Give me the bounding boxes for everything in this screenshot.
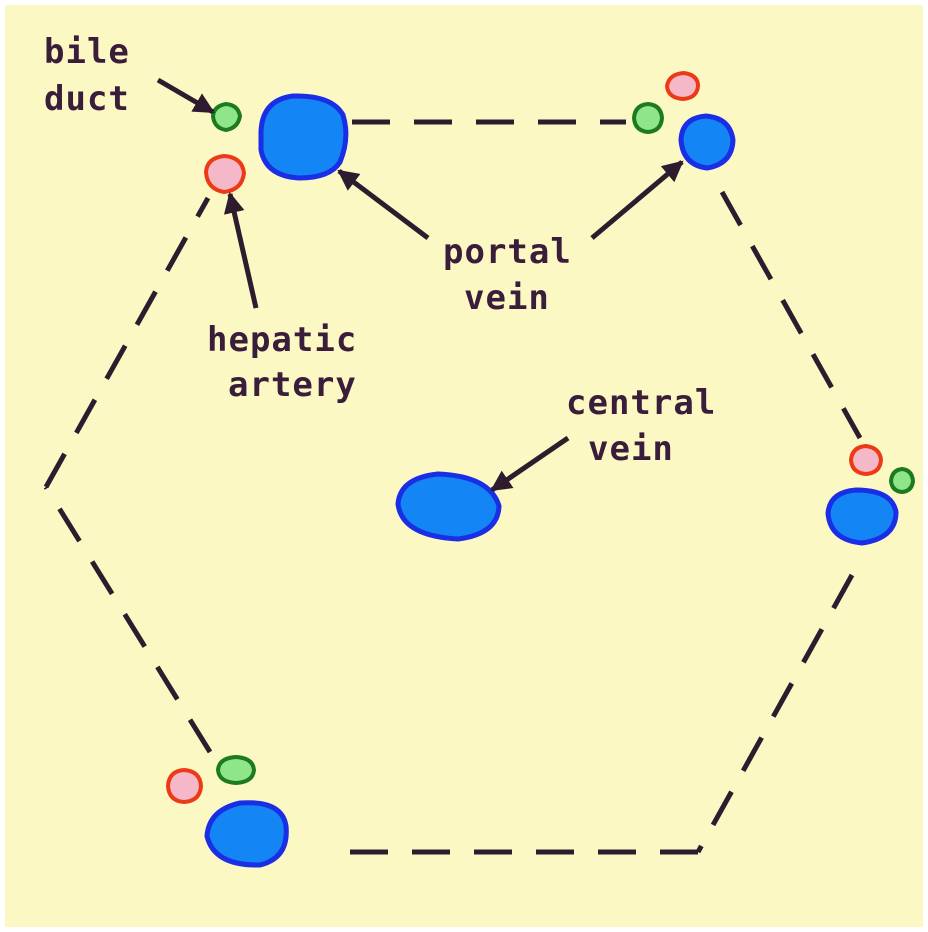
lobule-edge-upper-left [43, 196, 211, 489]
portal-triad-top-right [631, 70, 736, 171]
label-central-vein-line-2: vein [588, 429, 674, 469]
portal-vein [258, 93, 349, 181]
hepatic-artery [664, 70, 701, 102]
portal-vein [825, 487, 899, 546]
lobule-edge-upper-right [719, 190, 863, 440]
label-bile-duct-line-2: duct [44, 79, 130, 119]
bile-duct [210, 101, 243, 133]
pointer-arrows [156, 77, 684, 493]
label-portal-vein: portal vein [443, 232, 593, 318]
label-central-vein: central vein [566, 383, 738, 469]
central-vein [395, 471, 502, 542]
portal-triad-right [825, 443, 916, 546]
portal-triad-top-left [203, 93, 349, 195]
portal-vein [678, 113, 736, 171]
label-portal-vein-line-1: portal [443, 232, 572, 272]
arrow-to-central-vein [490, 435, 570, 493]
arrow-to-portal-vein-left [337, 169, 430, 240]
label-hepatic-artery-line-1: hepatic [207, 320, 357, 360]
label-portal-vein-line-2: vein [464, 278, 550, 318]
portal-triad-bottom-left [165, 754, 289, 868]
diagram-labels: bile duct portal vein hepatic artery cen… [44, 32, 738, 469]
bile-duct [888, 466, 916, 495]
hepatic-artery [848, 443, 884, 477]
portal-vein [204, 800, 289, 868]
lobule-edge-lower-left [43, 485, 213, 754]
lobule-edge-lower-right [695, 573, 855, 854]
label-bile-duct-line-1: bile [44, 32, 130, 72]
bile-duct [215, 754, 257, 786]
arrow-to-portal-vein-right [590, 160, 684, 240]
bile-duct [631, 101, 665, 135]
lobule-boundary [43, 119, 863, 855]
label-hepatic-artery-line-2: artery [228, 365, 357, 405]
label-central-vein-line-1: central [566, 383, 716, 423]
hepatic-artery [165, 767, 204, 805]
arrow-to-bile-duct [156, 77, 215, 115]
arrow-to-hepatic-artery [223, 191, 259, 309]
hepatic-artery [203, 153, 247, 195]
label-hepatic-artery: hepatic artery [207, 320, 379, 405]
label-bile-duct: bile duct [44, 32, 151, 119]
